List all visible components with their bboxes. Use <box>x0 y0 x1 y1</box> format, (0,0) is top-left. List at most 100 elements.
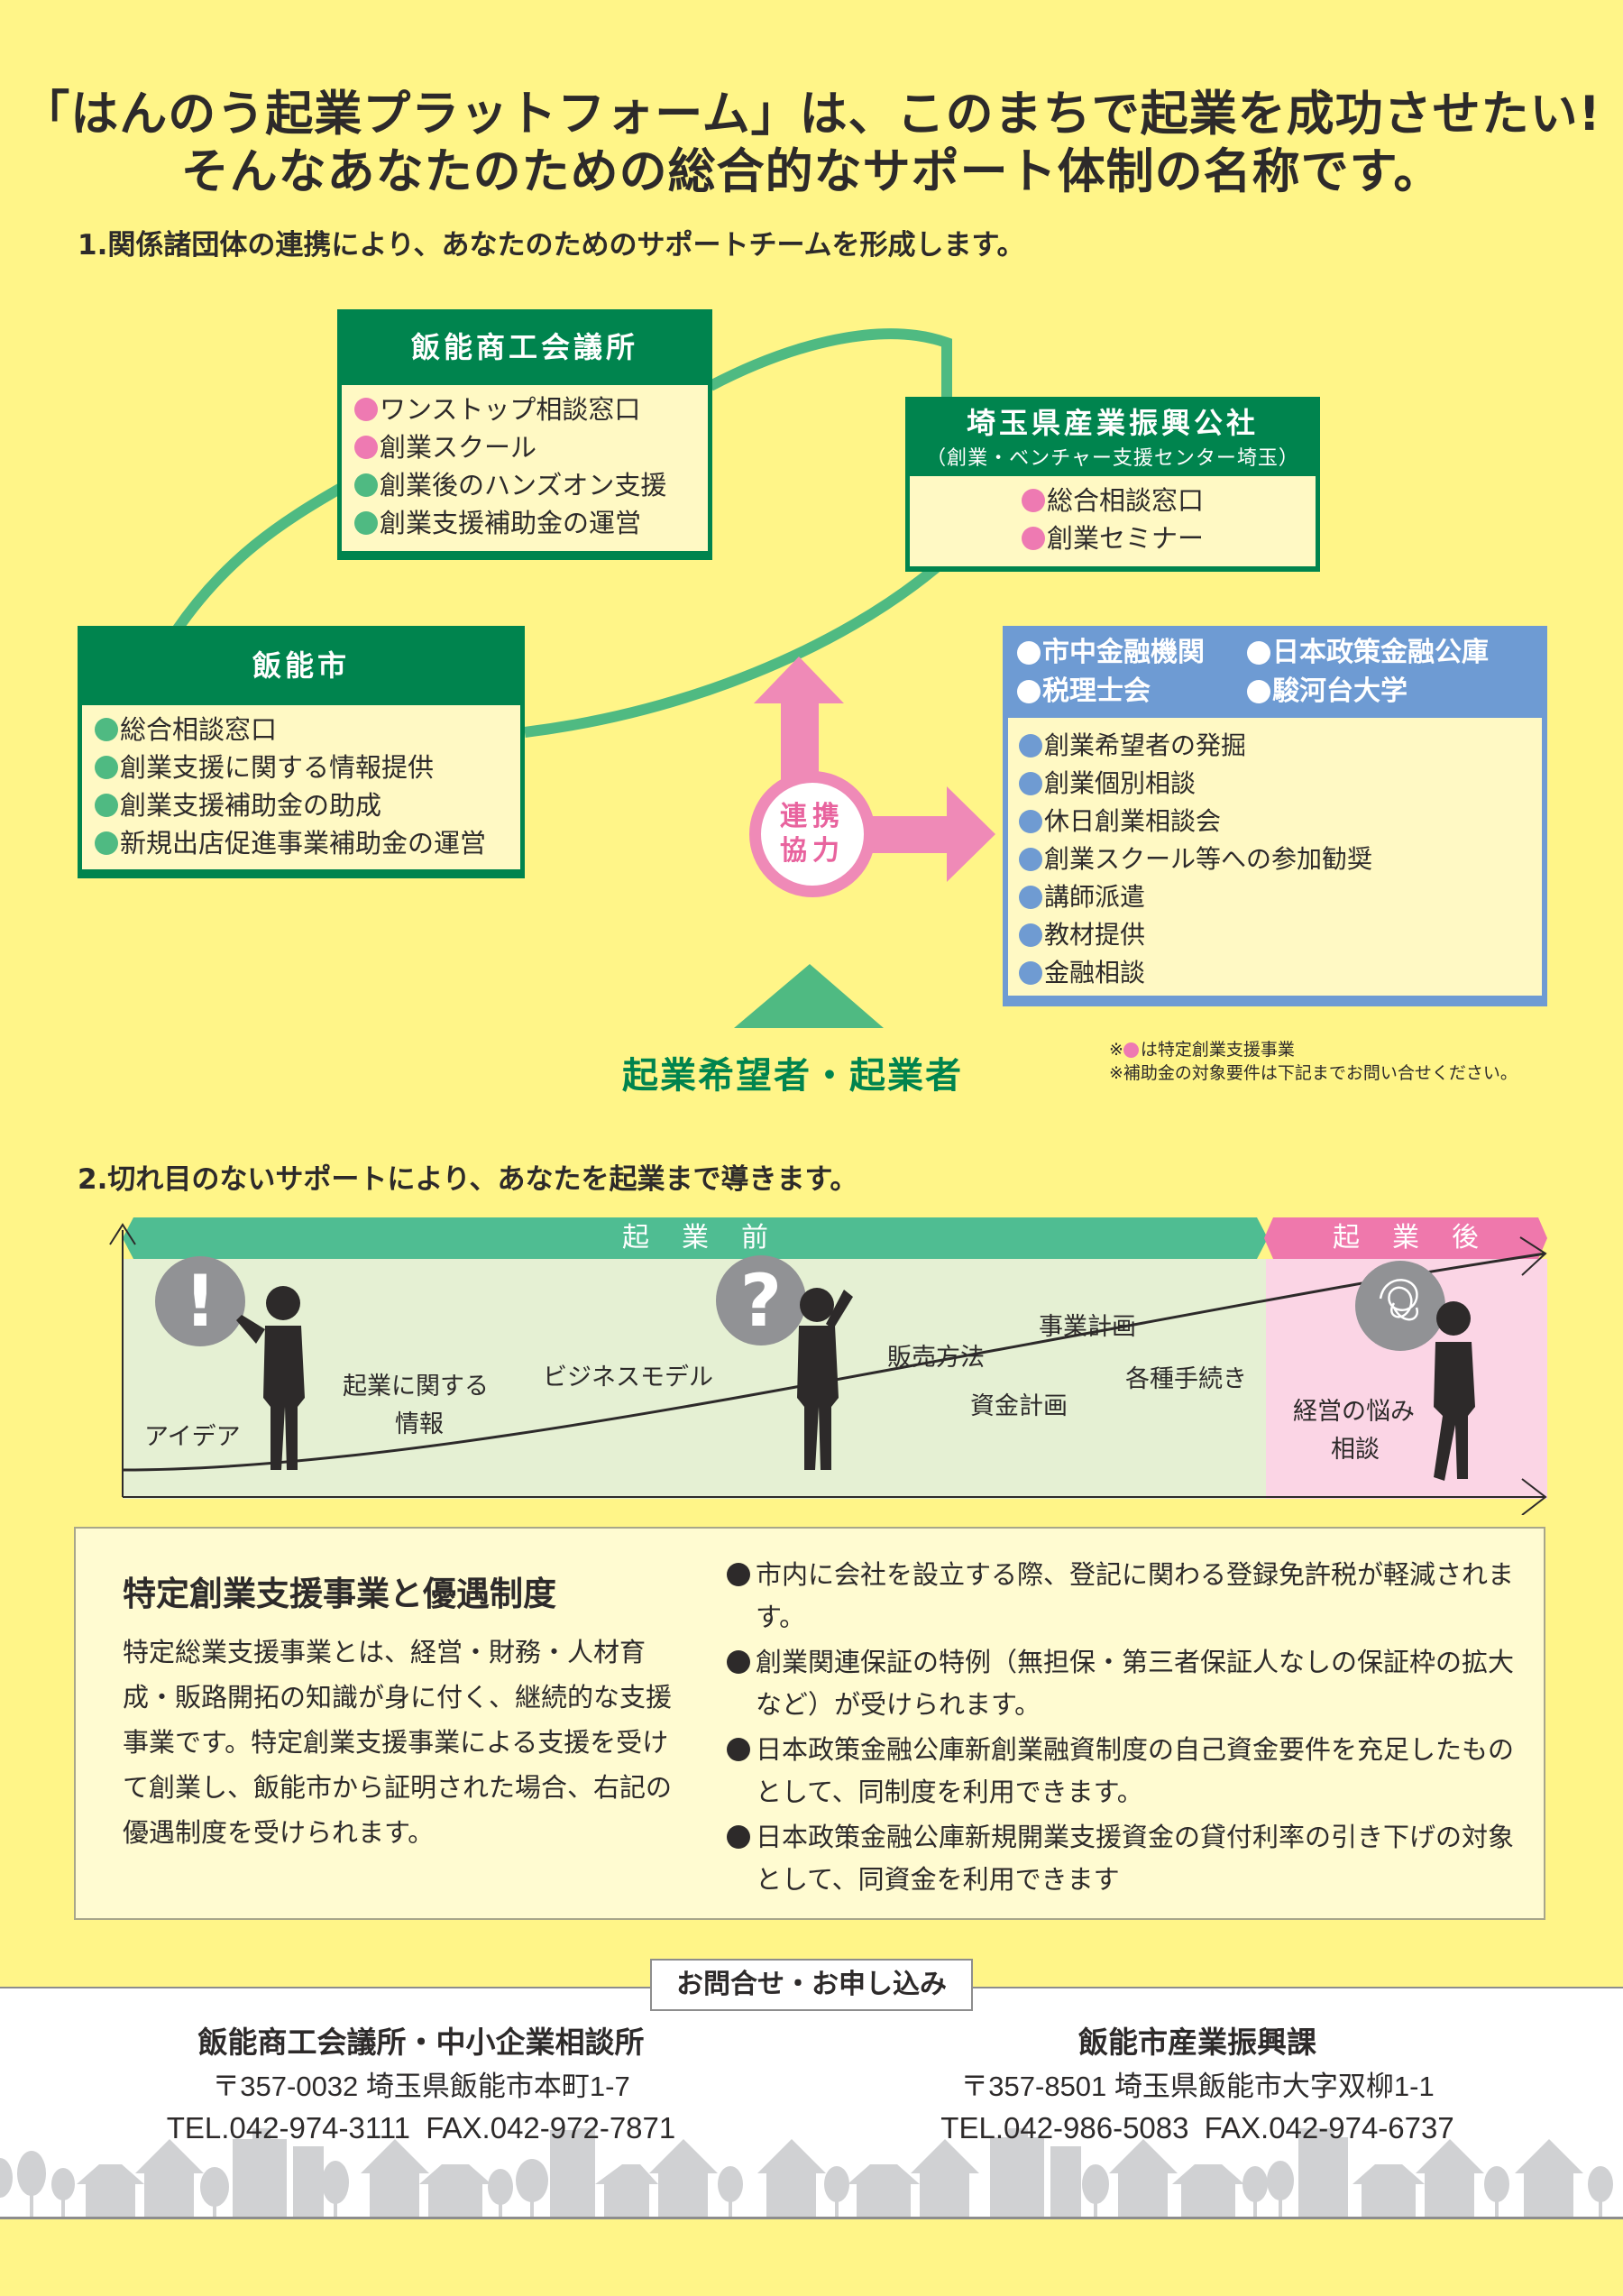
green-dot-icon <box>354 473 378 497</box>
y-axis-arrow-icon <box>109 1223 136 1245</box>
partner-box: 市中金融機関 日本政策金融公庫 税理士会 駿河台大学 創業希望者の発掘 創業個別… <box>1003 626 1547 1006</box>
partner-header-item: 駿河台大学 <box>1247 672 1533 711</box>
svg-text:?: ? <box>740 1259 782 1343</box>
entrepreneur-label: 起業希望者・起業者 <box>622 1055 963 1097</box>
org-title-chamber: 飯能商工会議所 <box>410 330 638 364</box>
cooperation-arrows <box>754 657 995 882</box>
org-list-saitama: 総合相談窓口 創業セミナー <box>910 476 1316 566</box>
pink-dot-icon <box>354 398 378 421</box>
bullet-icon <box>727 1825 750 1849</box>
phase-before-bar <box>123 1217 1268 1259</box>
green-dot-icon <box>95 831 118 855</box>
blue-dot-icon <box>1019 886 1042 909</box>
org-list-chamber: ワンストップ相談窓口 創業スクール 創業後のハンズオン支援 創業支援補助金の運営 <box>342 385 708 551</box>
org-item: 新規出店促進事業補助金の運営 <box>95 824 508 862</box>
question-bubble-icon: ? <box>716 1255 806 1345</box>
worry-bubble-icon <box>1355 1261 1445 1351</box>
partner-item: 休日創業相談会 <box>1019 803 1531 840</box>
org-item: 創業セミナー <box>1021 519 1204 557</box>
label-mgmt-2: 相談 <box>1331 1436 1380 1464</box>
org-item: 創業支援補助金の助成 <box>95 786 508 824</box>
green-dot-icon <box>95 756 118 779</box>
white-dot-icon <box>1017 679 1041 703</box>
bullet-icon <box>727 1738 750 1761</box>
contact-city: 飯能市産業振興課 〒357-8501 埼玉県飯能市大字双柳1-1 TEL.042… <box>837 2019 1558 2149</box>
blue-dot-icon <box>1019 923 1042 947</box>
label-mgmt-1: 経営の悩み <box>1293 1398 1415 1426</box>
section1-heading: 1.関係諸団体の連携により、あなたのためのサポートチームを形成します。 <box>78 229 1025 262</box>
partner-item: 創業スクール等への参加勧奨 <box>1019 840 1531 878</box>
org-subtitle-saitama: （創業・ベンチャー支援センター埼玉） <box>926 447 1299 470</box>
green-dot-icon <box>95 794 118 817</box>
bullet-icon <box>727 1650 750 1674</box>
org-item: 総合相談窓口 <box>1021 482 1204 519</box>
org-list-city: 総合相談窓口 創業支援に関する情報提供 創業支援補助金の助成 新規出店促進事業補… <box>82 705 520 869</box>
contact-chamber: 飯能商工会議所・中小企業相談所 〒357-0032 埼玉県飯能市本町1-7 TE… <box>60 2019 782 2149</box>
cooperation-badge: 連携 協力 <box>749 771 876 897</box>
label-idea: アイデア <box>144 1423 241 1451</box>
partner-item: 金融相談 <box>1019 954 1531 992</box>
partner-item: 創業個別相談 <box>1019 765 1531 803</box>
contact-phone[interactable]: TEL.042-986-5083 FAX.042-974-6737 <box>940 2111 1454 2144</box>
label-sales: 販売方法 <box>887 1344 985 1372</box>
contact-name: 飯能商工会議所・中小企業相談所 <box>197 2025 645 2060</box>
headline-line2: そんなあなたのための総合的なサポート体制の名称です。 <box>180 144 1443 199</box>
green-dot-icon <box>354 511 378 535</box>
headline-line1: 「はんのう起業プラットフォーム」は、このまちで起業を成功させたい! <box>22 87 1601 142</box>
phase-after-bar <box>1264 1217 1547 1259</box>
person-worried-icon <box>1434 1301 1475 1481</box>
org-item: 創業後のハンズオン支援 <box>354 466 695 504</box>
idea-bubble-icon: ! <box>155 1256 245 1346</box>
blue-dot-icon <box>1019 810 1042 833</box>
up-triangle-icon <box>734 964 884 1028</box>
benefit-item: 創業関連保証の特例（無担保・第三者保証人なしの保証枠の拡大など）が受けられます。 <box>727 1641 1520 1726</box>
contact-address: 〒357-0032 埼玉県飯能市本町1-7 <box>212 2071 630 2102</box>
partner-header-item: 税理士会 <box>1017 672 1247 711</box>
benefit-item: 市内に会社を設立する際、登記に関わる登録免許税が軽減されます。 <box>727 1554 1520 1639</box>
info-body: 特定総業支援事業とは、経営・財務・人材育成・販路開拓の知識が身に付く、継続的な支… <box>123 1637 673 1848</box>
bullet-icon <box>727 1563 750 1586</box>
partner-item: 教材提供 <box>1019 916 1531 954</box>
pink-dot-icon <box>354 436 378 459</box>
org-box-chamber: 飯能商工会議所 ワンストップ相談窓口 創業スクール 創業後のハンズオン支援 創業… <box>337 309 712 560</box>
info-title: 特定創業支援事業と優遇制度 <box>123 1575 556 1613</box>
pink-dot-icon <box>1123 1042 1139 1058</box>
benefits-list: 市内に会社を設立する際、登記に関わる登録免許税が軽減されます。 創業関連保証の特… <box>727 1554 1520 1904</box>
blue-dot-icon <box>1019 734 1042 758</box>
pink-dot-icon <box>1021 527 1045 550</box>
town-skyline-icon <box>0 2128 1613 2217</box>
benefit-item: 日本政策金融公庫新規開業支援資金の貸付利率の引き下げの対象として、同資金を利用で… <box>727 1816 1520 1901</box>
benefits-info-box: 特定創業支援事業と優遇制度 特定総業支援事業とは、経営・財務・人材育成・販路開拓… <box>74 1527 1545 1920</box>
org-title-city: 飯能市 <box>252 648 350 683</box>
org-item: 創業スクール <box>354 428 695 466</box>
white-dot-icon <box>1247 640 1270 665</box>
pink-dot-icon <box>1021 489 1045 512</box>
org-box-city: 飯能市 総合相談窓口 創業支援に関する情報提供 創業支援補助金の助成 新規出店促… <box>78 626 525 878</box>
contact-tab-label: お問合せ・お申し込み <box>650 1959 973 2011</box>
svg-text:!: ! <box>184 1262 216 1343</box>
partner-header: 市中金融機関 日本政策金融公庫 税理士会 駿河台大学 <box>1008 626 1542 718</box>
blue-dot-icon <box>1019 961 1042 985</box>
connection-loop <box>171 328 995 1028</box>
curve-arrow-icon <box>1519 1236 1547 1276</box>
contact-phone[interactable]: TEL.042-974-3111 FAX.042-972-7871 <box>166 2111 676 2144</box>
person-thinking-icon <box>797 1288 853 1470</box>
org-title-saitama: 埼玉県産業振興公社 <box>966 406 1259 440</box>
benefit-item: 日本政策金融公庫新創業融資制度の自己資金要件を充足したものとして、同制度を利用で… <box>727 1729 1520 1814</box>
partner-header-item: 市中金融機関 <box>1017 633 1247 672</box>
partner-item: 創業希望者の発掘 <box>1019 727 1531 765</box>
org-item: 創業支援補助金の運営 <box>354 504 695 542</box>
org-item: ワンストップ相談窓口 <box>354 390 695 428</box>
label-info-1: 起業に関する <box>343 1373 489 1401</box>
label-procedures: 各種手続き <box>1125 1365 1247 1393</box>
label-business-model: ビジネスモデル <box>543 1364 713 1391</box>
section2-heading: 2.切れ目のないサポートにより、あなたを起業まで導きます。 <box>78 1163 858 1196</box>
label-info-2: 情報 <box>395 1410 444 1438</box>
white-dot-icon <box>1017 640 1041 665</box>
footnotes: ※は特定創業支援事業 ※補助金の対象要件は下記までお問い合せください。 <box>1109 1040 1518 1083</box>
partner-list: 創業希望者の発掘 創業個別相談 休日創業相談会 創業スクール等への参加勧奨 講師… <box>1008 718 1542 996</box>
partner-header-item: 日本政策金融公庫 <box>1247 633 1533 672</box>
x-axis-arrow-icon <box>1521 1478 1547 1515</box>
support-timeline: ! ? 起業前 起業後 アイデア 起業に関する 情報 ビジネスモデ <box>105 1217 1547 1515</box>
blue-dot-icon <box>1019 772 1042 795</box>
